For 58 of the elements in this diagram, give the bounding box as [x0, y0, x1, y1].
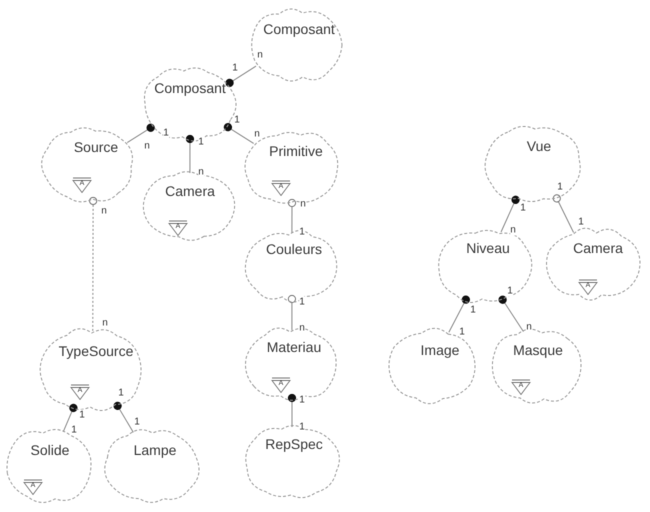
multiplicity-label: 1: [198, 136, 204, 148]
multiplicity-label: 1: [459, 326, 465, 338]
multiplicity-label: 1: [79, 410, 85, 420]
multiplicity-label: 1: [232, 62, 238, 74]
multiplicity-label: 1: [163, 128, 169, 138]
association-line: [62, 404, 78, 432]
multiplicity-label: 1: [299, 394, 305, 406]
multiplicity-label: n: [101, 206, 107, 216]
multiplicity-label: n: [254, 128, 260, 140]
class-name: Image: [420, 342, 460, 358]
class-name: Masque: [513, 342, 563, 358]
class-name: Camera: [573, 240, 623, 256]
multiplicity-label: n: [299, 322, 305, 334]
multiplicity-label: n: [300, 198, 306, 210]
association-line: [500, 196, 520, 232]
association-line: [288, 294, 296, 330]
multiplicity-label: 1: [520, 202, 526, 214]
multiplicity-label: n: [510, 224, 516, 236]
association-line: [186, 134, 194, 174]
class-name: Niveau: [466, 240, 510, 256]
multiplicity-label: 1: [299, 422, 305, 432]
class-name: Camera: [165, 183, 215, 199]
multiplicity-label: 1: [557, 182, 563, 192]
class-name: Primitive: [269, 143, 323, 159]
association-line: [126, 124, 155, 144]
multiplicity-label: 1: [578, 216, 584, 228]
association-line: [448, 296, 470, 333]
class-name: Composant: [263, 21, 335, 37]
multiplicity-label: n: [144, 140, 150, 152]
multiplicity-label: 1: [134, 416, 140, 428]
class-name: Materiau: [266, 339, 322, 355]
association-line: [288, 198, 296, 234]
association-line: [552, 194, 574, 233]
class-name: Vue: [526, 138, 552, 154]
multiplicity-label: n: [102, 318, 108, 328]
association-line: [224, 123, 254, 144]
class-name: Composant: [154, 80, 226, 96]
class-name: Lampe: [134, 442, 176, 458]
multiplicity-label: 1: [71, 424, 77, 436]
class-name: RepSpec: [265, 436, 323, 452]
class-name: TypeSource: [58, 343, 134, 359]
association-line: [89, 196, 98, 332]
multiplicity-label: n: [526, 322, 532, 332]
multiplicity-label: 1: [470, 304, 476, 316]
multiplicity-label: 1: [118, 388, 124, 398]
class-name: Source: [74, 139, 118, 155]
multiplicity-label: 1: [507, 286, 513, 296]
multiplicity-label: n: [198, 166, 204, 178]
multiplicity-label: 1: [299, 296, 305, 308]
multiplicity-label: n: [257, 50, 263, 60]
association-line: [113, 402, 134, 433]
association-line: [498, 296, 524, 332]
association-line: [225, 66, 256, 88]
class-name: Couleurs: [266, 241, 322, 257]
multiplicity-label: 1: [234, 114, 240, 126]
class-name: Solide: [30, 442, 70, 458]
association-line: [288, 394, 296, 428]
multiplicity-label: 1: [299, 226, 305, 238]
